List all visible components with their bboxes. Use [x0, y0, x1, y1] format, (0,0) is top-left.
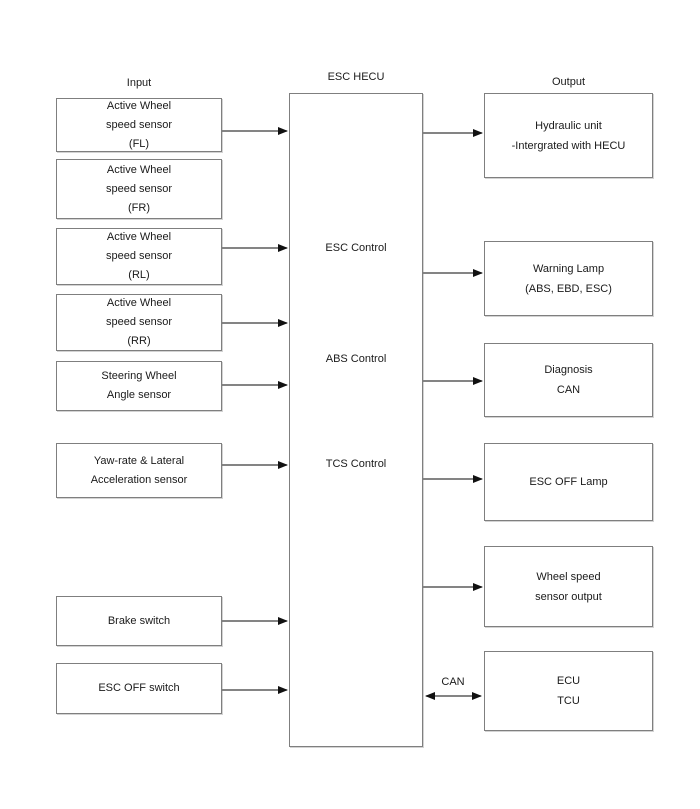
box-text-line: Angle sensor	[106, 389, 172, 401]
box-text-line: Wheel speed	[536, 570, 601, 583]
box-text-line: CAN	[556, 384, 581, 396]
output-column-label: Output	[551, 76, 586, 88]
input-box-esc-off-switch: ESC OFF switch	[56, 663, 222, 714]
box-text-line: speed sensor	[105, 316, 173, 328]
box-text-line: (ABS, EBD, ESC)	[525, 282, 612, 295]
box-text-line: (FR)	[128, 201, 150, 214]
input-box-brake-switch: Brake switch	[56, 596, 222, 646]
input-box-wheel-speed-rr: Active Wheel speed sensor (RR)	[56, 294, 222, 351]
esc-hecu-box: ESC Control ABS Control TCS Control	[289, 93, 423, 747]
input-box-wheel-speed-fl: Active Wheel speed sensor (FL)	[56, 98, 222, 152]
box-text-line: (RR)	[127, 335, 151, 347]
box-text-line: Yaw-rate & Lateral	[93, 454, 185, 467]
box-text-line: -Intergrated with HECU	[511, 139, 626, 152]
box-text-line: Steering Wheel	[101, 370, 177, 382]
output-box-ecu-tcu: ECU TCU	[484, 651, 653, 731]
box-text-line: Warning Lamp	[532, 262, 605, 275]
box-text-line: Active Wheel	[106, 163, 172, 176]
box-text-line: ECU	[556, 675, 581, 687]
output-box-wheel-speed-output: Wheel speed sensor output	[484, 546, 653, 627]
output-box-diagnosis-can: Diagnosis CAN	[484, 343, 653, 417]
hecu-function-esc-control: ESC Control	[325, 242, 387, 254]
output-box-esc-off-lamp: ESC OFF Lamp	[484, 443, 653, 521]
can-bus-label: CAN	[441, 676, 465, 688]
input-box-wheel-speed-rl: Active Wheel speed sensor (RL)	[56, 228, 222, 285]
input-box-wheel-speed-fr: Active Wheel speed sensor (FR)	[56, 159, 222, 219]
esc-hecu-title: ESC HECU	[327, 71, 385, 83]
output-box-warning-lamp: Warning Lamp (ABS, EBD, ESC)	[484, 241, 653, 316]
box-text-line: Active Wheel	[106, 231, 172, 243]
input-box-yawrate-lateral: Yaw-rate & Lateral Acceleration sensor	[56, 443, 222, 498]
box-text-line: speed sensor	[105, 182, 173, 195]
hecu-function-tcs-control: TCS Control	[325, 458, 387, 470]
hecu-function-abs-control: ABS Control	[325, 353, 387, 365]
box-text-line: (RL)	[128, 269, 150, 281]
output-box-hydraulic-unit: Hydraulic unit -Intergrated with HECU	[484, 93, 653, 178]
input-column-label: Input	[126, 77, 152, 89]
box-text-line: Brake switch	[107, 614, 171, 627]
box-text-line: Acceleration sensor	[90, 473, 188, 486]
box-text-line: ESC OFF switch	[98, 682, 180, 694]
box-text-line: Hydraulic unit	[535, 119, 602, 132]
box-text-line: Active Wheel	[106, 99, 172, 112]
box-text-line: speed sensor	[105, 118, 173, 131]
box-text-line: Diagnosis	[544, 364, 593, 376]
input-box-steering-angle: Steering Wheel Angle sensor	[56, 361, 222, 411]
box-text-line: sensor output	[535, 590, 602, 603]
box-text-line: speed sensor	[105, 250, 173, 262]
box-text-line: ESC OFF Lamp	[529, 476, 608, 488]
box-text-line: (FL)	[128, 137, 150, 150]
box-text-line: Active Wheel	[106, 297, 172, 309]
box-text-line: TCU	[557, 695, 580, 707]
